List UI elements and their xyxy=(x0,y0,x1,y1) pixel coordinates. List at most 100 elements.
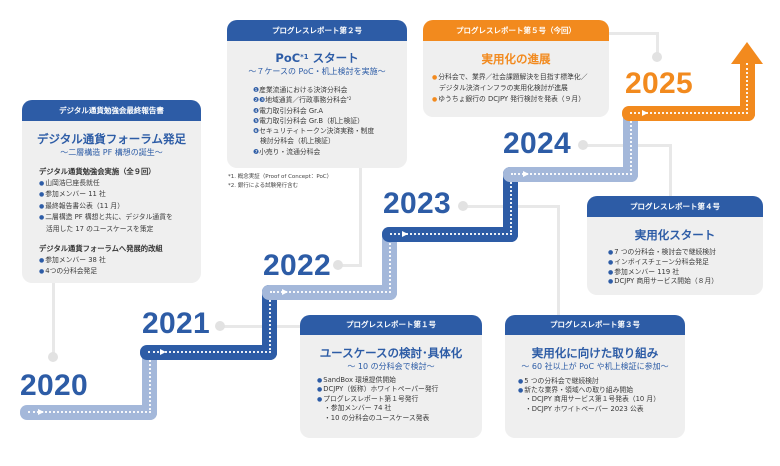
bullet-list: 山岡浩巳座長就任 参加メンバー 11 社 最終報告書公表（11 月） 二層構造 … xyxy=(39,178,193,235)
card-header: プログレスレポート第４号 xyxy=(587,196,763,217)
year-label-2023: 2023 xyxy=(383,187,451,220)
numbered-list: ❶産業流通における決済分科会 ❷❸地域通貨／行政事務分科会*2 ❹電力取引分科会… xyxy=(227,85,407,157)
dotted-path xyxy=(270,227,391,293)
bullet-list: 7 つの分科会・検討会で継続検討 インボイスチェーン分科会発足 参加メンバー 1… xyxy=(587,248,763,287)
bullet-icon xyxy=(518,377,524,385)
card-subtitle: ～７ケースの PoC・机上検討を実施～ xyxy=(248,67,386,76)
bullet-icon xyxy=(608,277,614,285)
arrow-up-icon xyxy=(731,42,763,64)
number-badge-icon: ❷❸ xyxy=(253,96,266,105)
card-progress-report-5: プログレスレポート第５号（今回） 実用化の進展 分科会で、業界／社会課題解決を目… xyxy=(423,20,609,117)
list-item: ❺電力取引分科会 Gr.B（机上検証） xyxy=(253,116,364,125)
card-title: 実用化の進展 xyxy=(481,52,551,66)
number-badge-icon: ❼ xyxy=(253,147,260,156)
footnote-marker: *2 xyxy=(346,96,352,102)
year-label-2025: 2025 xyxy=(625,67,693,100)
list-item: 新たな業界・領域への取り組み開始 ・DCJPY 商用サービス第１号発表（10 月… xyxy=(518,386,685,414)
card-header: プログレスレポート第５号（今回） xyxy=(423,20,609,41)
connector-line xyxy=(338,264,362,267)
sub-list-item: ・参加メンバー 74 社 xyxy=(324,404,392,413)
bullet-icon xyxy=(608,248,614,256)
connector-line xyxy=(669,144,672,196)
bullet-icon xyxy=(39,202,45,210)
list-item: 参加メンバー 38 社 xyxy=(39,255,193,267)
sub-list-item: ・DCJPY ホワイトペーパー 2023 公表 xyxy=(525,404,644,413)
year-label-2020: 2020 xyxy=(20,369,88,402)
bullet-icon xyxy=(39,256,45,264)
connector-dot xyxy=(652,52,662,62)
list-item: 山岡浩巳座長就任 xyxy=(39,178,193,190)
connector-line xyxy=(359,168,362,267)
card-final-report: デジタル通貨勉強会最終報告書 デジタル通貨フォーラム発足 ～二層構造 PF 構想… xyxy=(22,100,201,283)
bullet-icon xyxy=(317,395,323,403)
number-badge-icon: ❹ xyxy=(253,106,260,115)
list-item: 最終報告書公表（11 月） xyxy=(39,201,193,213)
footnote-1: *1. 概念実証（Proof of Concept：PoC） xyxy=(228,174,333,180)
bullet-icon xyxy=(317,376,323,384)
connector-line xyxy=(557,205,560,315)
bullet-list: SandBox 環境提供開始 DCJPY（仮称）ホワイトペーパー発行 プログレス… xyxy=(300,376,482,423)
year-label-2024: 2024 xyxy=(503,127,571,160)
bullet-icon xyxy=(39,190,45,198)
card-header: プログレスレポート第３号 xyxy=(505,315,685,335)
footnote-2: *2. 銀行による試験発行含む xyxy=(228,183,299,189)
card-subtitle: ～ 60 社以上が PoC や机上検証に参加～ xyxy=(521,362,669,371)
list-item: 7 つの分科会・検討会で継続検討 xyxy=(608,248,763,258)
connector-dot xyxy=(458,201,468,211)
list-item: インボイスチェーン分科会発足 xyxy=(608,258,763,268)
dotted-path xyxy=(511,106,632,175)
card-title: ユースケースの検討･具体化 xyxy=(319,346,463,360)
dotted-path xyxy=(390,167,512,235)
list-item: ❶産業流通における決済分科会 xyxy=(253,86,348,94)
number-badge-icon: ❶ xyxy=(253,86,260,94)
list-item: 参加メンバー 11 社 xyxy=(39,189,193,201)
connector-dot xyxy=(333,260,343,270)
list-item: DCJPY（仮称）ホワイトペーパー発行 xyxy=(317,385,482,394)
list-item: 分科会で、業界／社会課題解決を目指す標準化／デジタル決済インフラの実用化検討が進… xyxy=(432,72,609,94)
list-item: 4つの分科会発足 xyxy=(39,266,193,278)
card-progress-report-3: プログレスレポート第３号 実用化に向けた取り組み ～ 60 社以上が PoC や… xyxy=(505,315,685,438)
connector-line xyxy=(220,325,300,328)
list-item: ❻セキュリティトークン決済実務・制度検討分科会（机上検証） xyxy=(253,127,375,146)
arrow-right-icon xyxy=(402,231,408,237)
bullet-icon xyxy=(317,385,323,393)
number-badge-icon: ❺ xyxy=(253,116,260,125)
bullet-icon xyxy=(432,95,438,103)
card-subtitle: ～二層構造 PF 構想の誕生～ xyxy=(60,148,163,157)
list-item: プログレスレポート第１号発行 ・参加メンバー 74 社 ・10 の分科会のユース… xyxy=(317,395,482,423)
list-item: 5 つの分科会で継続検討 xyxy=(518,377,685,386)
connector-dot xyxy=(48,352,58,362)
arrow-right-icon xyxy=(282,289,288,295)
connector-line xyxy=(656,32,659,57)
sub-list-item: ・10 の分科会のユースケース発表 xyxy=(324,413,430,422)
card-subtitle: ～ 10 の分科会で検討～ xyxy=(347,362,435,371)
dotted-path xyxy=(630,63,748,114)
arrow-right-icon xyxy=(38,409,44,415)
card-title: PoC*1 スタート xyxy=(275,51,359,65)
arrow-right-icon xyxy=(642,110,648,116)
sub-list-item: ・DCJPY 商用サービス第１号発表（10 月） xyxy=(525,395,661,404)
year-label-2021: 2021 xyxy=(142,307,210,340)
card-title: 実用化スタート xyxy=(634,228,716,242)
connector-dot xyxy=(215,321,225,331)
list-item: ゆうちょ銀行の DCJPY 発行検討を発表（９月） xyxy=(432,94,609,105)
arrow-right-icon xyxy=(160,349,166,355)
connector-line xyxy=(52,283,55,357)
section-heading: デジタル通貨フォーラムへ発展的改組 xyxy=(39,244,163,253)
bullet-icon xyxy=(39,179,45,187)
dotted-path xyxy=(148,285,271,353)
connector-dot xyxy=(578,140,588,150)
list-item: 参加メンバー 119 社 xyxy=(608,268,763,278)
connector-line xyxy=(609,32,659,35)
list-item: ❷❸地域通貨／行政事務分科会*2 xyxy=(253,96,352,105)
card-header: デジタル通貨勉強会最終報告書 xyxy=(22,100,201,121)
number-badge-icon: ❻ xyxy=(253,127,260,136)
bullet-icon xyxy=(432,73,438,81)
card-title: 実用化に向けた取り組み xyxy=(531,346,659,360)
bullet-icon xyxy=(39,213,45,221)
bullet-list: 分科会で、業界／社会課題解決を目指す標準化／デジタル決済インフラの実用化検討が進… xyxy=(423,72,609,105)
card-header: プログレスレポート第１号 xyxy=(300,315,482,335)
list-item: ❼小売り・流通分科会 xyxy=(253,147,321,156)
bullet-icon xyxy=(518,386,524,394)
bullet-list: 参加メンバー 38 社 4つの分科会発足 xyxy=(39,255,193,278)
